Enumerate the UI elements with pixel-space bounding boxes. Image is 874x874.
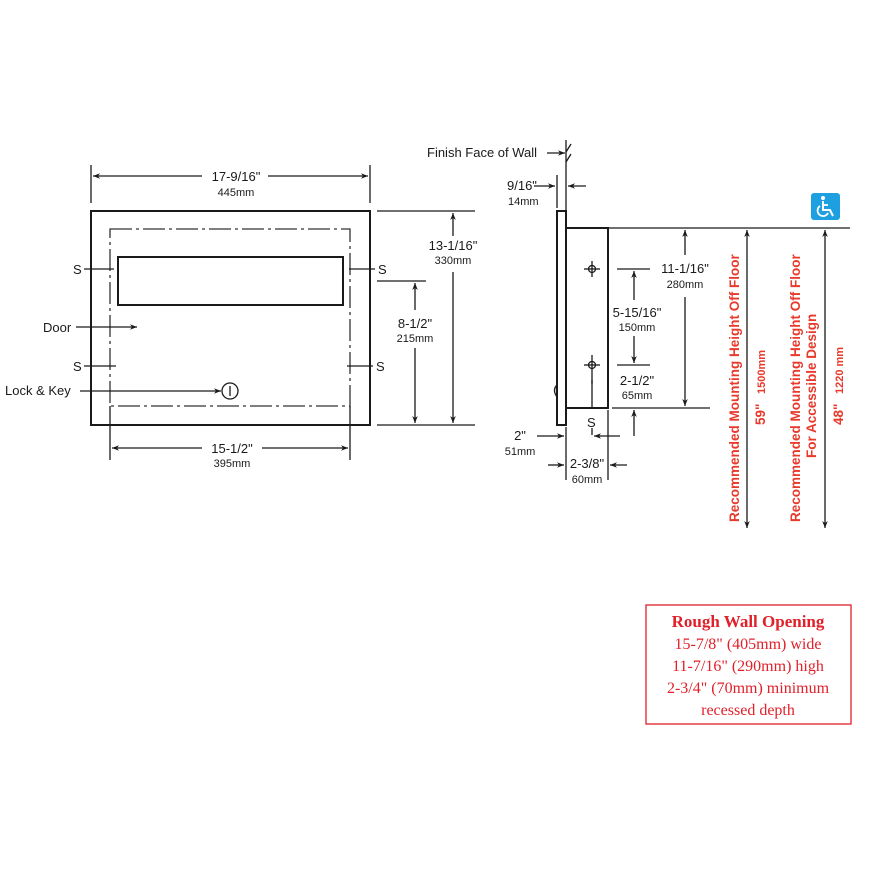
standard-height-imperial: 59" (753, 404, 768, 425)
rough-wall-line-depth: 2-3/4" (70mm) minimum (667, 680, 830, 697)
hidden-body-outline (109, 228, 351, 407)
wheelchair-icon (811, 193, 840, 220)
mounting-hole-bottom (584, 355, 600, 384)
door-label: Door (43, 320, 72, 335)
width-metric: 445mm (218, 187, 255, 199)
rough-wall-line-depth-note: recessed depth (701, 702, 795, 719)
screw-spacing-metric: 215mm (397, 333, 434, 345)
bottom-hole-metric: 65mm (622, 390, 653, 402)
body-height-metric: 280mm (667, 279, 704, 291)
screw-label-top-right: S (378, 262, 387, 277)
rough-wall-title: Rough Wall Opening (672, 612, 825, 631)
finish-face-label: Finish Face of Wall (427, 145, 537, 160)
recess-depth-imperial: 2-3/8" (570, 456, 605, 471)
flange-imperial: 9/16" (507, 178, 537, 193)
inner-width-metric: 395mm (214, 458, 251, 470)
width-imperial: 17-9/16" (212, 169, 261, 184)
inner-width-imperial: 15-1/2" (211, 441, 253, 456)
accessible-height-label-line1: Recommended Mounting Height Off Floor (788, 254, 803, 522)
screw-label-bottom-left: S (73, 359, 82, 374)
hole-spacing-imperial: 5-15/16" (613, 305, 662, 320)
overall-depth-metric: 51mm (505, 446, 536, 458)
screw-label-top-left: S (73, 262, 82, 277)
accessible-height-imperial: 48" (831, 404, 846, 425)
rough-wall-opening-box: Rough Wall Opening 15-7/8" (405mm) wide … (645, 604, 852, 725)
lock-icon (221, 382, 239, 400)
rough-wall-line-height: 11-7/16" (290mm) high (672, 658, 824, 675)
screw-spacing-imperial: 8-1/2" (398, 316, 433, 331)
side-body (565, 227, 609, 409)
height-metric: 330mm (435, 255, 472, 267)
hole-spacing-metric: 150mm (619, 322, 656, 334)
screw-label-bottom-right: S (376, 359, 385, 374)
rough-wall-line-width: 15-7/8" (405mm) wide (675, 636, 822, 653)
side-screw-label: S (587, 415, 596, 430)
bottom-hole-imperial: 2-1/2" (620, 373, 655, 388)
mounting-heights: Recommended Mounting Height Off Floor 59… (727, 193, 846, 528)
mounting-hole-top (584, 261, 600, 277)
outer-flange (90, 210, 371, 426)
front-view: 17-9/16" 445mm 15-1/2" 395mm 13-1/16" 33… (5, 165, 478, 470)
recess-depth-metric: 60mm (572, 474, 603, 486)
accessible-height-label-line2: For Accessible Design (804, 314, 819, 458)
flange-metric: 14mm (508, 196, 539, 208)
accessible-height-metric: 1220 mm (834, 347, 846, 394)
overall-depth-imperial: 2" (514, 428, 526, 443)
height-imperial: 13-1/16" (429, 238, 478, 253)
lock-key-label: Lock & Key (5, 383, 71, 398)
standard-height-metric: 1500mm (756, 350, 768, 394)
standard-height-label: Recommended Mounting Height Off Floor (727, 254, 742, 522)
side-view: Finish Face of Wall 9/16" 14mm S (427, 140, 850, 486)
side-flange (556, 210, 567, 426)
body-height-imperial: 11-1/16" (661, 261, 709, 276)
dispenser-opening (117, 256, 344, 306)
